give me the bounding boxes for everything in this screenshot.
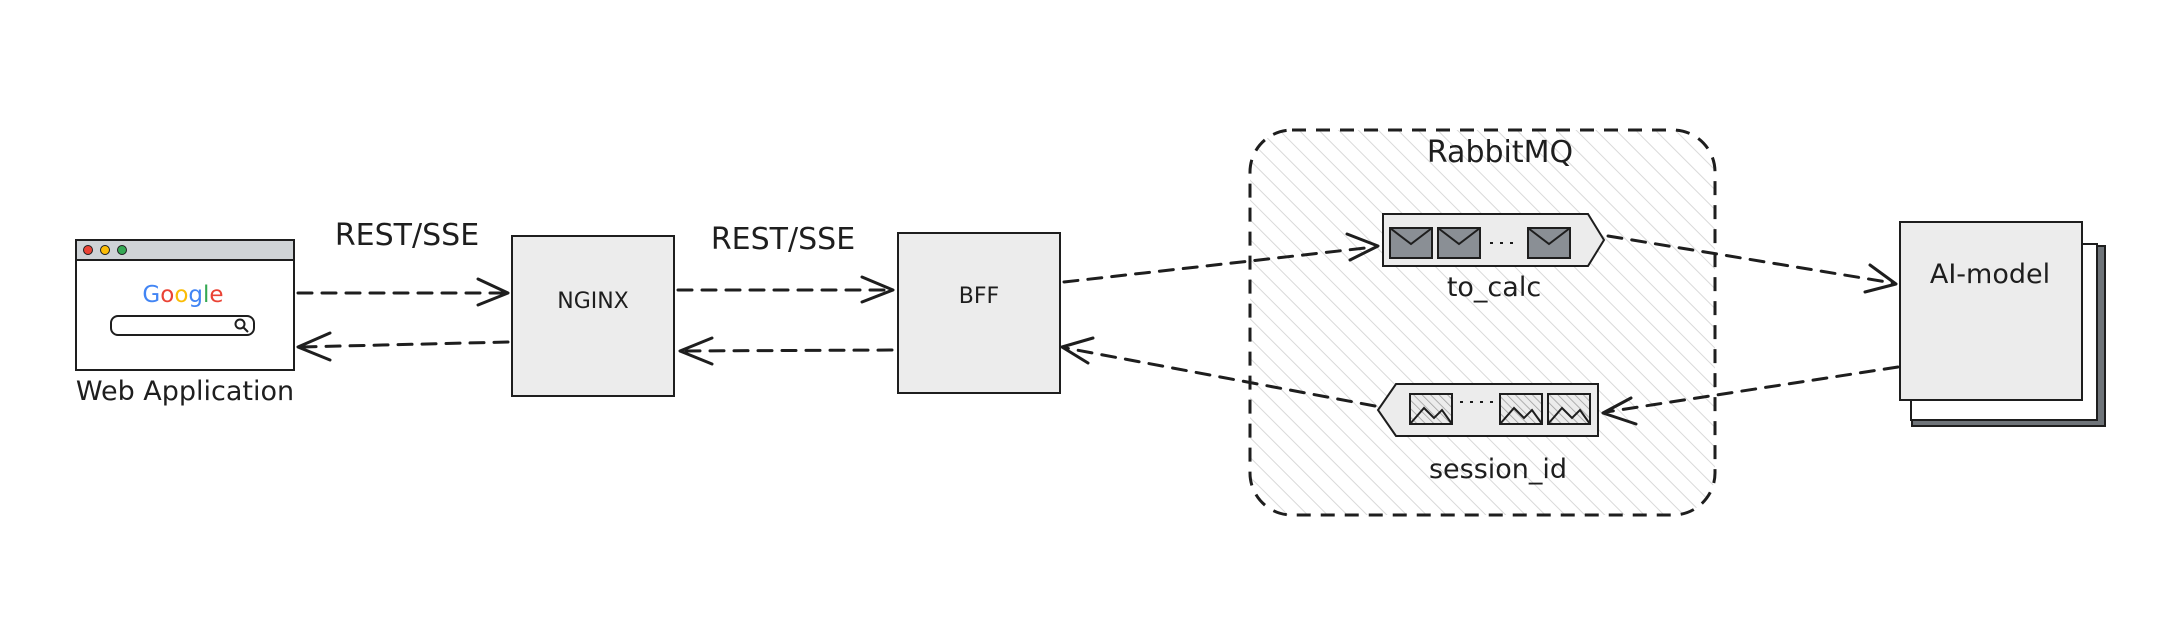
image-message-icon: [1409, 393, 1453, 425]
arrow-web-to-nginx: [296, 277, 510, 307]
envelope-icon: [1389, 227, 1433, 259]
queue-to-calc: to_calc: [1382, 213, 1606, 303]
web-application-node: Google Web Application: [75, 239, 295, 407]
bff-node: BFF: [897, 232, 1061, 394]
edge-label-nginx-bff: REST/SSE: [711, 222, 855, 257]
arrow-ai-model-to-session-id: [1601, 365, 1900, 426]
google-logo: Google: [142, 282, 223, 308]
session-id-label: session_id: [1429, 454, 1567, 485]
envelope-icon: [1527, 227, 1571, 259]
window-minimize-dot: [100, 245, 110, 255]
search-icon: [234, 318, 249, 333]
web-application-label: Web Application: [76, 376, 294, 407]
browser-titlebar: [75, 239, 295, 261]
queue-session-id: session_id: [1376, 383, 1599, 485]
nginx-node: NGINX: [511, 235, 675, 397]
ai-model-label: AI-model: [1930, 259, 2050, 290]
arrow-nginx-to-web: [296, 331, 510, 362]
arrow-bff-to-to-calc: [1062, 232, 1380, 284]
rabbitmq-label: RabbitMQ: [1427, 135, 1573, 170]
edge-label-web-nginx: REST/SSE: [335, 218, 479, 253]
arrow-session-id-to-bff: [1060, 336, 1377, 408]
window-close-dot: [83, 245, 93, 255]
ai-model-node: AI-model: [1899, 221, 2106, 427]
image-message-icon: [1547, 393, 1591, 425]
nginx-label: NGINX: [557, 289, 629, 314]
browser-search-bar: [110, 315, 255, 336]
image-message-icon: [1499, 393, 1543, 425]
to-calc-label: to_calc: [1447, 272, 1541, 303]
arrow-bff-to-nginx: [678, 336, 894, 366]
arrow-to-calc-to-ai-model: [1606, 234, 1898, 294]
window-maximize-dot: [117, 245, 127, 255]
bff-label: BFF: [959, 284, 999, 309]
envelope-icon: [1437, 227, 1481, 259]
arrow-nginx-to-bff: [676, 275, 895, 304]
